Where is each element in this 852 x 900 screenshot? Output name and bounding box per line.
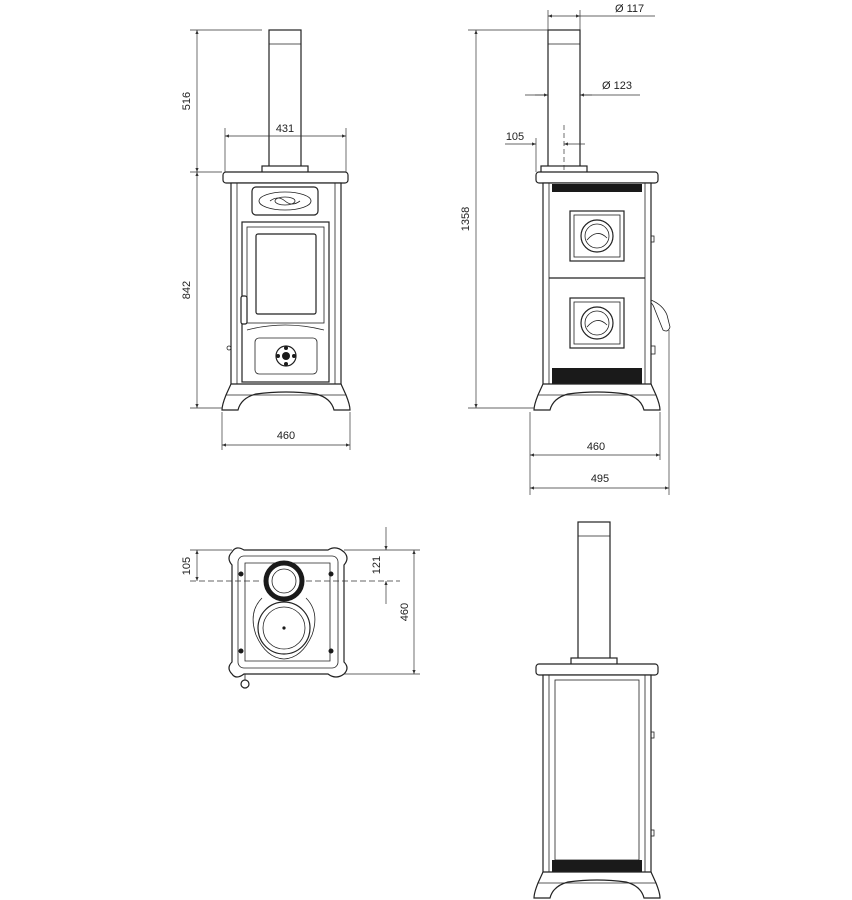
side-flue-pipe — [547, 29, 581, 173]
front-dimensions: 516 842 431 460 — [181, 29, 351, 450]
front-top-width-label: 431 — [276, 123, 294, 135]
top-cooking-plate — [252, 597, 316, 660]
side-upper-tile — [569, 210, 625, 262]
top-knob — [240, 674, 250, 689]
side-flue-offset-label: 105 — [506, 131, 524, 143]
back-top-plate — [535, 663, 659, 676]
side-base — [533, 383, 661, 411]
side-top-plate — [535, 171, 659, 184]
front-body-height-label: 842 — [181, 281, 193, 299]
top-flue-ring — [263, 560, 305, 602]
side-handle — [650, 299, 671, 332]
side-view — [533, 29, 671, 411]
back-flue-pipe — [577, 521, 611, 665]
front-door-handle — [240, 295, 248, 325]
side-dimensions: 1358 Ø 117 Ø 123 105 460 495 — [460, 3, 670, 495]
front-view — [221, 29, 351, 411]
back-base — [533, 871, 661, 899]
front-base — [221, 383, 351, 411]
front-flue-pipe — [268, 29, 302, 173]
back-view — [533, 521, 661, 899]
top-plate-outline — [228, 547, 348, 678]
front-base-width-label: 460 — [277, 430, 295, 442]
side-lower-tile — [569, 297, 625, 349]
top-depth-label: 460 — [399, 603, 411, 621]
front-top-plate — [222, 171, 349, 184]
top-view — [228, 547, 348, 689]
top-right-offset-label: 121 — [371, 556, 383, 574]
front-glass — [255, 233, 317, 315]
back-body — [542, 674, 652, 876]
side-flue-diameter-label: Ø 117 — [615, 3, 644, 15]
front-flue-height-label: 516 — [181, 92, 193, 110]
side-base-width-label: 460 — [587, 441, 605, 453]
top-dimensions: 105 121 460 — [181, 527, 420, 675]
side-total-height-label: 1358 — [460, 207, 472, 231]
top-left-offset-label: 105 — [181, 557, 193, 575]
side-total-width-label: 495 — [591, 473, 609, 485]
side-outlet-diameter-label: Ø 123 — [602, 80, 632, 92]
front-air-control-knob — [275, 345, 297, 367]
